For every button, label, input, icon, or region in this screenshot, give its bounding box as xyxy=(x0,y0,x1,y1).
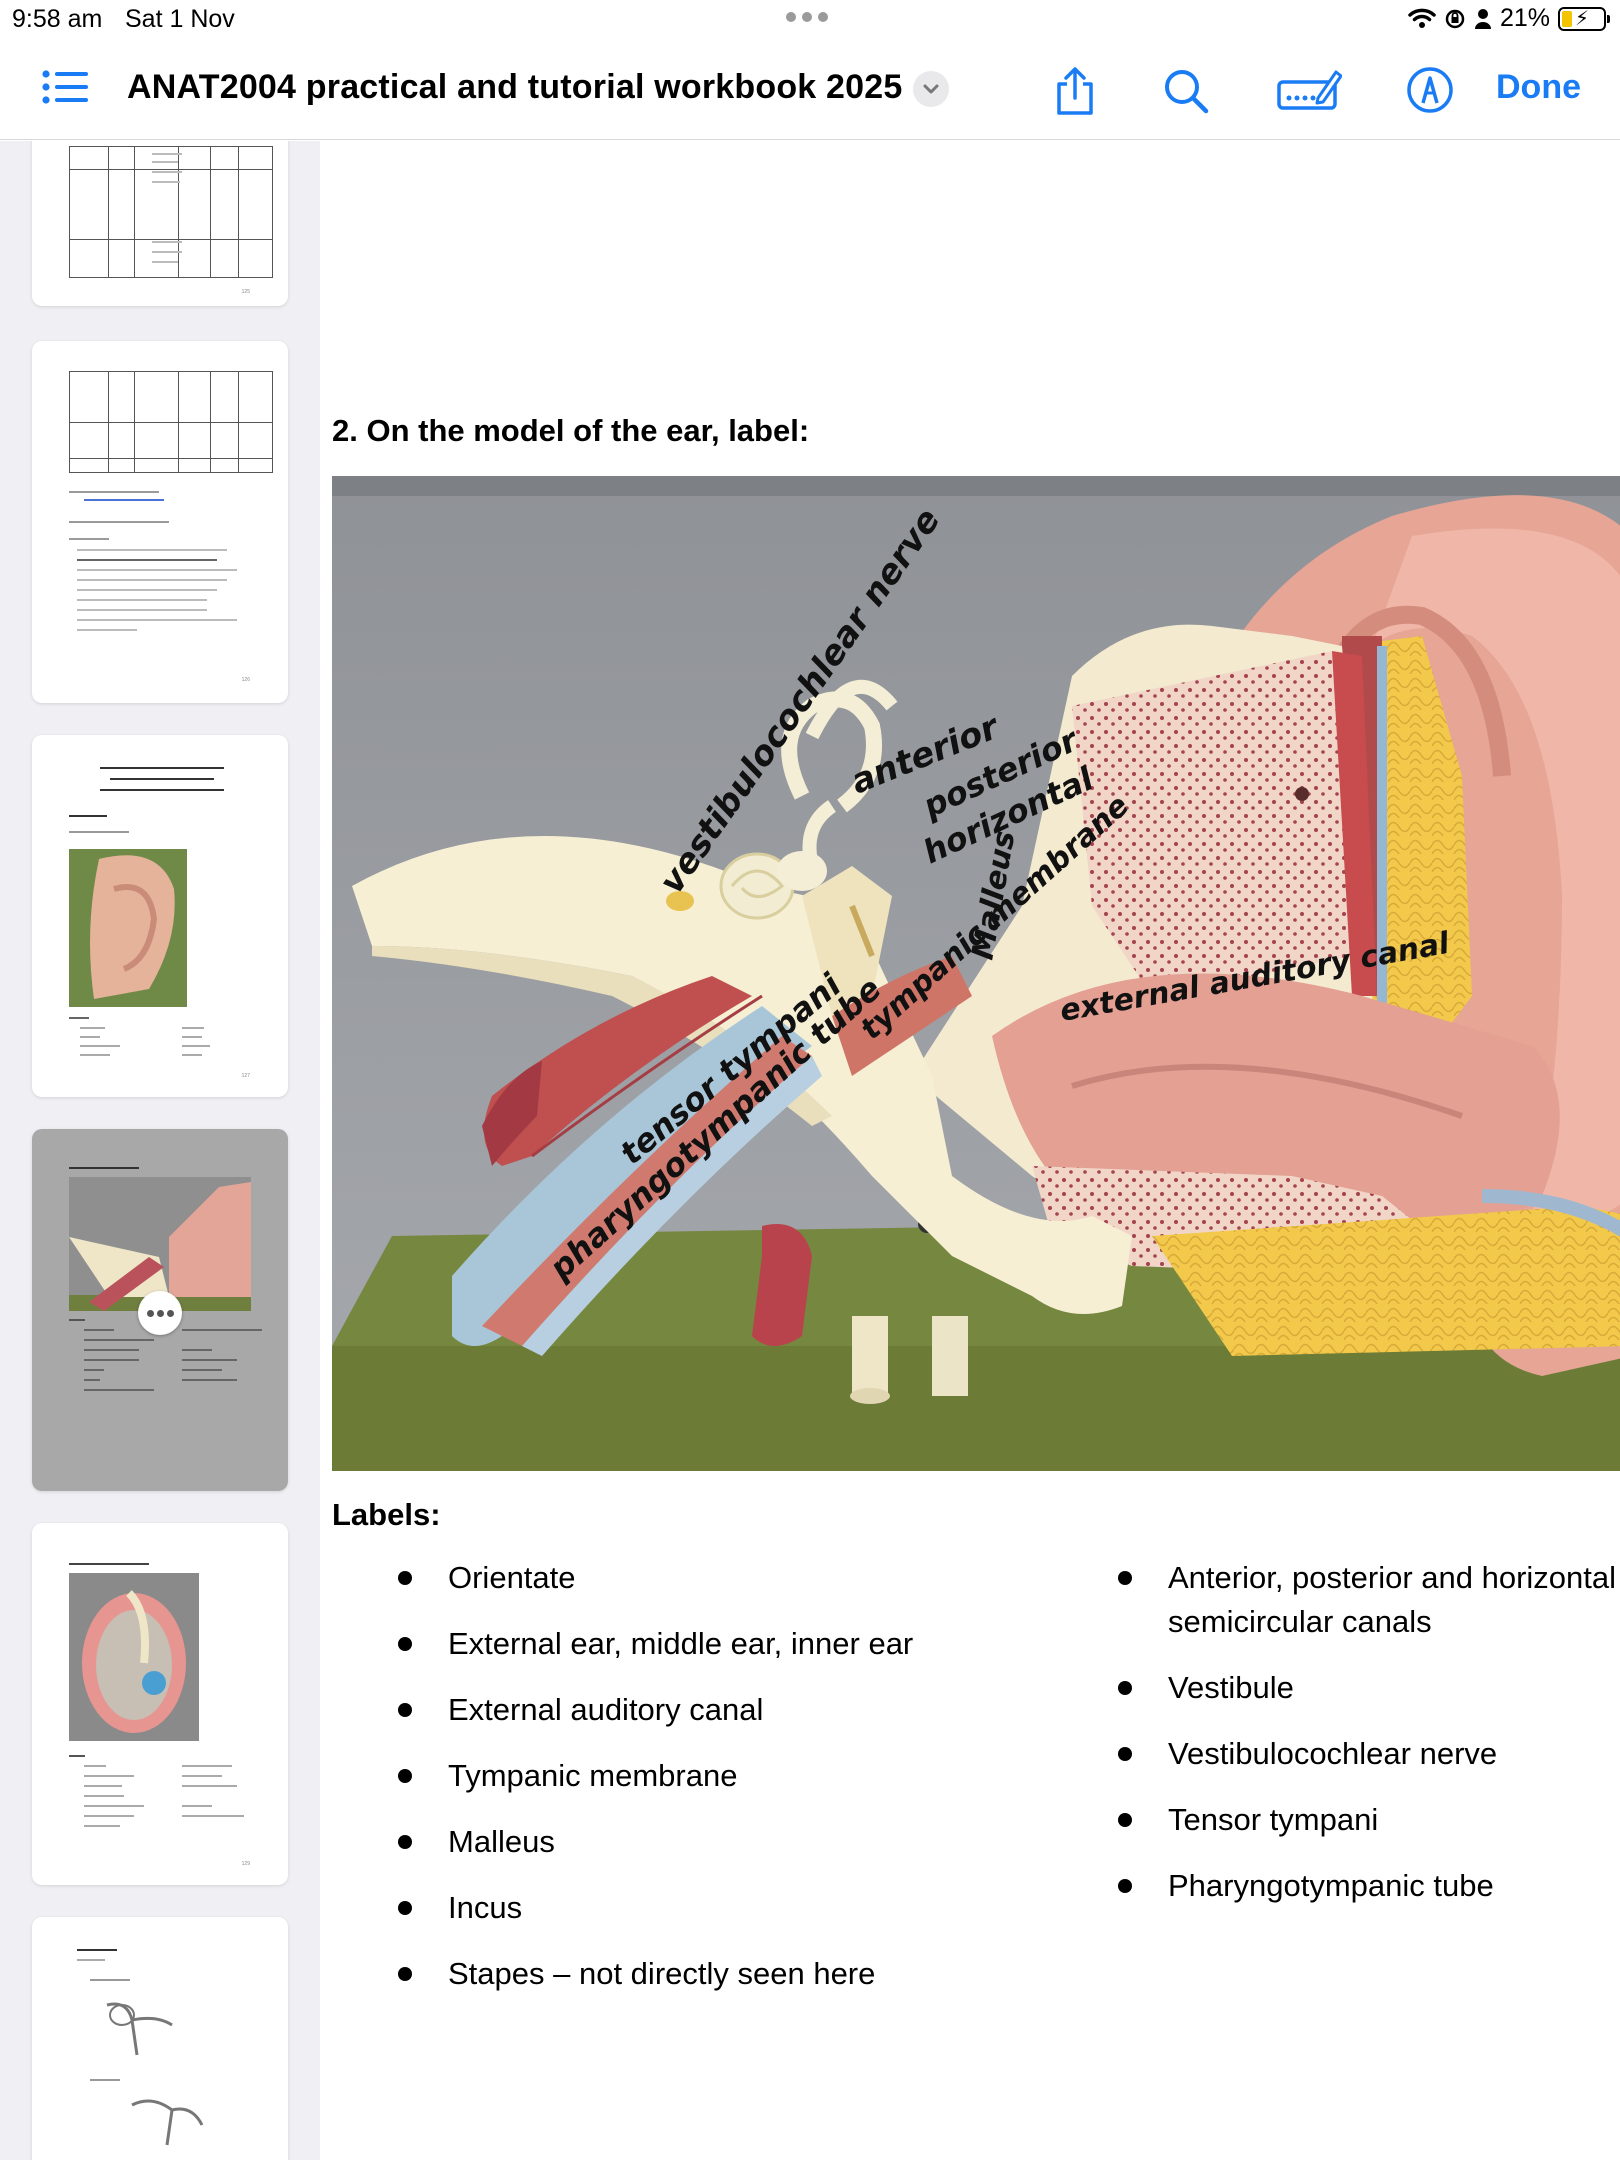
wifi-icon xyxy=(1408,8,1436,28)
orientation-lock-icon xyxy=(1445,9,1465,28)
battery-percent: 21% xyxy=(1499,4,1550,32)
page-thumbnail-126[interactable]: 126 xyxy=(32,341,288,703)
labels-list-left: Orientate External ear, middle ear, inne… xyxy=(398,1556,913,2018)
person-icon xyxy=(1474,8,1491,29)
label-item-continuation: semicircular canals xyxy=(1168,1604,1432,1639)
label-item: Tympanic membrane xyxy=(398,1754,913,1798)
label-item: External auditory canal xyxy=(398,1688,913,1732)
page-thumbnail-128-selected[interactable] xyxy=(32,1129,288,1491)
label-item: Incus xyxy=(398,1886,913,1930)
label-item: Pharyngotympanic tube xyxy=(1118,1864,1616,1908)
tympanic-membrane-thumbnail-image xyxy=(69,1573,199,1741)
label-item: Malleus xyxy=(398,1820,913,1864)
status-time: 9:58 am xyxy=(12,5,103,33)
page-thumbnail-129[interactable]: 129 xyxy=(32,1523,288,1885)
document-toolbar: ANAT2004 practical and tutorial workbook… xyxy=(0,40,1620,140)
incus-diagram-thumbnail xyxy=(131,2099,204,2146)
status-indicators: 21% ⚡ xyxy=(1408,4,1610,33)
label-item: Tensor tympani xyxy=(1118,1798,1616,1842)
thumbnail-page-number: 129 xyxy=(241,1861,250,1867)
multitasking-dots-icon[interactable] xyxy=(786,12,828,22)
title-menu-chevron-down-icon[interactable] xyxy=(913,71,949,107)
search-icon[interactable] xyxy=(1163,68,1209,114)
labels-list-right: Anterior, posterior and horizontal semic… xyxy=(1118,1556,1616,1930)
outer-ear-thumbnail-image xyxy=(69,849,187,1007)
status-bar: 9:58 am Sat 1 Nov 21% ⚡ xyxy=(0,0,1620,40)
label-item: Vestibulocochlear nerve xyxy=(1118,1732,1616,1776)
done-button[interactable]: Done xyxy=(1496,68,1581,106)
label-item: Orientate xyxy=(398,1556,913,1600)
thumbnail-page-number: 126 xyxy=(241,677,250,683)
question-heading: 2. On the model of the ear, label: xyxy=(332,413,810,448)
page-thumbnail-130[interactable] xyxy=(32,1917,288,2160)
markup-pen-icon[interactable] xyxy=(1406,66,1454,114)
page-thumbnail-sidebar[interactable]: 125 126 xyxy=(0,141,320,2160)
labels-heading: Labels: xyxy=(332,1497,441,1532)
label-item: External ear, middle ear, inner ear xyxy=(398,1622,913,1666)
page-thumbnail-125[interactable]: 125 xyxy=(32,141,288,306)
document-page[interactable]: 2. On the model of the ear, label: xyxy=(320,141,1620,2160)
battery-charging-icon: ⚡ xyxy=(1558,6,1610,31)
share-icon[interactable] xyxy=(1054,66,1096,116)
label-item: Stapes – not directly seen here xyxy=(398,1952,913,1996)
thumbnail-table xyxy=(69,371,273,473)
page-options-more-icon[interactable] xyxy=(138,1291,182,1335)
ear-model-photo: vestibulocochlear nerve anterior posteri… xyxy=(332,476,1620,1471)
document-title[interactable]: ANAT2004 practical and tutorial workbook… xyxy=(127,68,903,106)
thumbnail-table xyxy=(69,146,273,278)
status-date: Sat 1 Nov xyxy=(125,5,235,33)
label-item: Anterior, posterior and horizontal xyxy=(1118,1556,1616,1600)
markup-form-icon[interactable] xyxy=(1276,68,1342,112)
sidebar-list-icon[interactable] xyxy=(42,70,88,104)
thumbnail-page-number: 127 xyxy=(241,1073,250,1079)
malleus-diagram-thumbnail xyxy=(106,2002,173,2056)
ear-model-illustration: vestibulocochlear nerve anterior posteri… xyxy=(332,476,1620,1471)
page-thumbnail-127[interactable]: 127 xyxy=(32,735,288,1097)
label-item: Vestibule xyxy=(1118,1666,1616,1710)
thumbnail-page-number: 125 xyxy=(241,289,250,295)
